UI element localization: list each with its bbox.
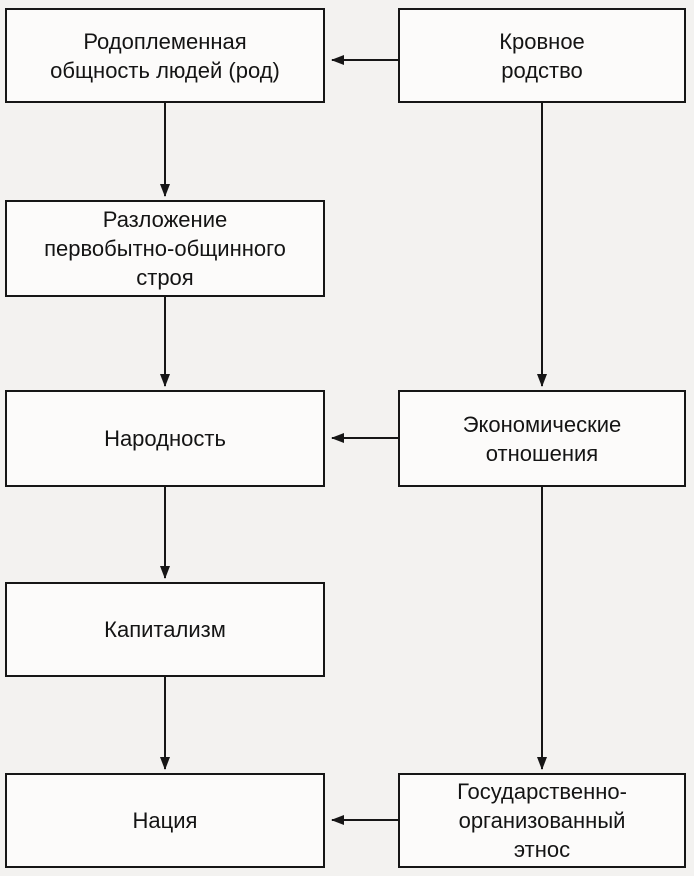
node-blood-kinship-label: Кровное родство (499, 28, 585, 83)
node-economic-relations-label: Экономические отношения (462, 411, 622, 466)
node-narodnost: Народность (5, 390, 325, 487)
node-decomposition-of-primitive-communal-system: Разложение первобытно-общинного строя (5, 200, 325, 297)
node-state-organized-ethnos-label: Государственно- организованный этнос (457, 779, 627, 862)
node-capitalism: Капитализм (5, 582, 325, 677)
node-blood-kinship: Кровное родство (398, 8, 686, 103)
node-capitalism-label: Капитализм (104, 617, 226, 642)
node-nation-label: Нация (132, 808, 198, 833)
node-tribal-community: Родоплеменная общность людей (род) (5, 8, 325, 103)
node-tribal-community-label: Родоплеменная общность людей (род) (50, 28, 280, 83)
node-nation: Нация (5, 773, 325, 868)
node-decomposition-label: Разложение первобытно-общинного строя (44, 207, 286, 290)
node-economic-relations: Экономические отношения (398, 390, 686, 487)
node-state-organized-ethnos: Государственно- организованный этнос (398, 773, 686, 868)
node-narodnost-label: Народность (104, 426, 226, 451)
